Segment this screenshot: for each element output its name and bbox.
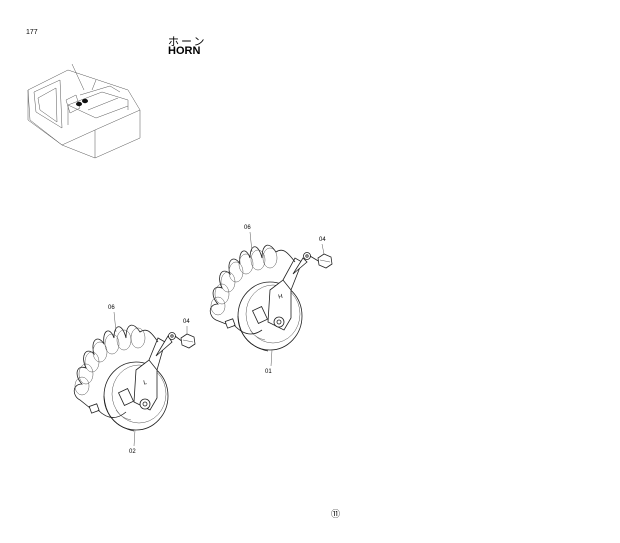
callout-horn-high: 01: [265, 369, 272, 375]
harness-upper: [209, 244, 296, 335]
callout-harness-lower: 06: [108, 305, 115, 311]
horn-low: L: [103, 337, 169, 432]
horn-high: H: [237, 257, 303, 352]
leader-lines: [113, 231, 325, 447]
title-japanese: ホーン: [168, 36, 207, 48]
harness-lower: [73, 324, 159, 418]
callout-harness-upper: 06: [244, 225, 251, 231]
horn-high-letter: H: [278, 294, 283, 301]
callout-horn-low: 02: [129, 449, 136, 455]
excavator-locator-sketch: [27, 63, 141, 159]
bolt-lower: [155, 332, 196, 357]
page-number: 177: [26, 29, 38, 36]
callout-bolt-lower: 04: [183, 319, 190, 325]
footer-mark: ⑪: [331, 509, 341, 519]
callout-bolt-upper: 04: [319, 237, 326, 243]
bolt-upper: [292, 252, 333, 275]
title-english: HORN: [168, 45, 201, 57]
horn-low-letter: L: [143, 380, 148, 387]
